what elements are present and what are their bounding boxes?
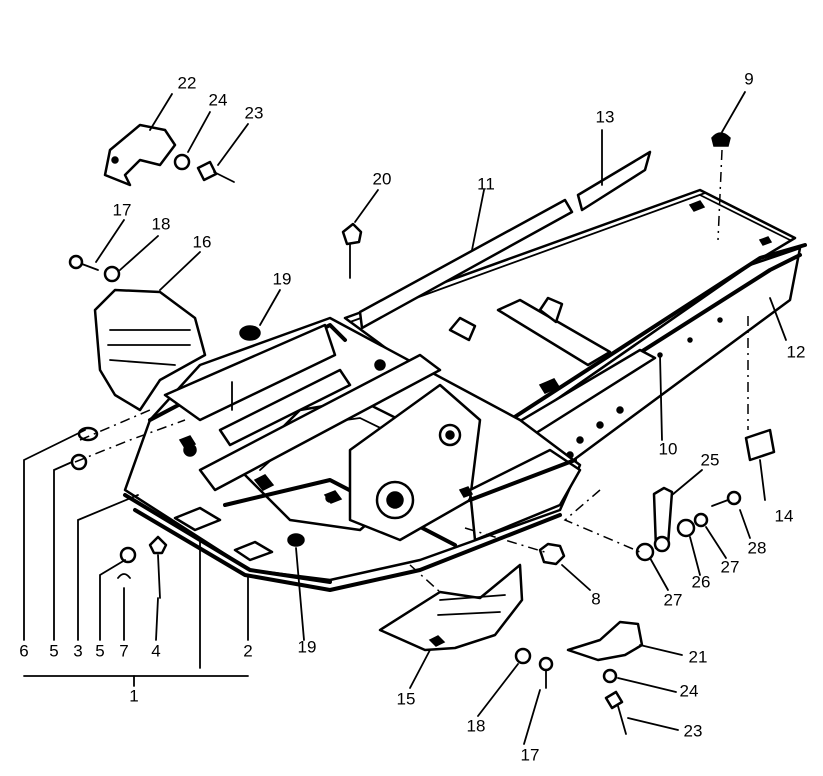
part-16-front-cover [93, 288, 207, 412]
part-23-bolt-bottom [604, 690, 627, 735]
callout-1: 1 [129, 686, 138, 705]
part-22-bracket [103, 123, 177, 187]
callout-17-bottom: 17 [521, 745, 540, 764]
callout-22: 22 [178, 73, 197, 92]
callout-18-bottom: 18 [467, 716, 486, 735]
callout-4: 4 [151, 641, 160, 660]
part-26-bushing [676, 518, 696, 538]
part-9-cap [711, 132, 731, 147]
part-21-bracket [566, 620, 644, 662]
callout-23-top: 23 [245, 103, 264, 122]
callout-6: 6 [19, 641, 28, 660]
callout-24-top: 24 [209, 90, 228, 109]
part-20-plug [341, 222, 363, 279]
callout-26: 26 [692, 572, 711, 591]
callout-9: 9 [744, 69, 753, 88]
part-23-bolt-top [196, 160, 235, 183]
callout-24-bottom: 24 [680, 681, 699, 700]
part-13-decal [576, 150, 652, 212]
part-11-decal [358, 198, 574, 330]
part-17-bolt-left [68, 254, 99, 271]
part-18-nut-left [103, 265, 121, 283]
callout-21: 21 [689, 647, 708, 666]
callout-27-right: 27 [721, 557, 740, 576]
callout-5-left: 5 [49, 641, 58, 660]
callout-14: 14 [775, 506, 794, 525]
callout-19-bottom: 19 [298, 637, 317, 656]
callout-11: 11 [477, 174, 495, 193]
part-25-arm [652, 486, 674, 553]
part-17-bolt-bottom [538, 656, 554, 689]
callout-25: 25 [701, 450, 720, 469]
part-19-grommet-top [239, 325, 261, 341]
callout-13: 13 [596, 107, 615, 126]
part-28-bolt [711, 490, 742, 507]
part-8-nut [538, 542, 566, 566]
part-24-washer-top [173, 153, 191, 171]
part-27-washer-b [635, 542, 655, 562]
callout-3: 3 [73, 641, 82, 660]
callout-16: 16 [193, 232, 212, 251]
callout-19-top: 19 [273, 269, 292, 288]
callout-23-bottom: 23 [684, 721, 703, 740]
part-18-nut-bottom [514, 647, 532, 665]
alignment-lines [74, 149, 749, 593]
callout-15: 15 [397, 689, 416, 708]
callout-labels: 1 2 3 4 5 5 6 7 8 9 10 11 12 13 14 15 16… [19, 69, 805, 764]
callout-28: 28 [748, 538, 767, 557]
part-24-washer-bottom [602, 668, 618, 684]
part-14-plate [744, 428, 776, 462]
part-27-washer-a [693, 512, 709, 528]
chassis-frame [123, 188, 807, 592]
callout-10: 10 [659, 439, 678, 458]
callout-12: 12 [787, 342, 806, 361]
callout-20: 20 [373, 169, 392, 188]
part-19-grommet-bottom [287, 533, 305, 547]
callout-18-top: 18 [152, 214, 171, 233]
leader-lines [23, 91, 787, 745]
callout-7: 7 [119, 641, 128, 660]
callout-8: 8 [591, 589, 600, 608]
callout-5-right: 5 [95, 641, 104, 660]
part-15-ski-plate [378, 563, 524, 652]
callout-17-top: 17 [113, 200, 132, 219]
callout-2: 2 [243, 641, 252, 660]
callout-27-left: 27 [664, 590, 683, 609]
